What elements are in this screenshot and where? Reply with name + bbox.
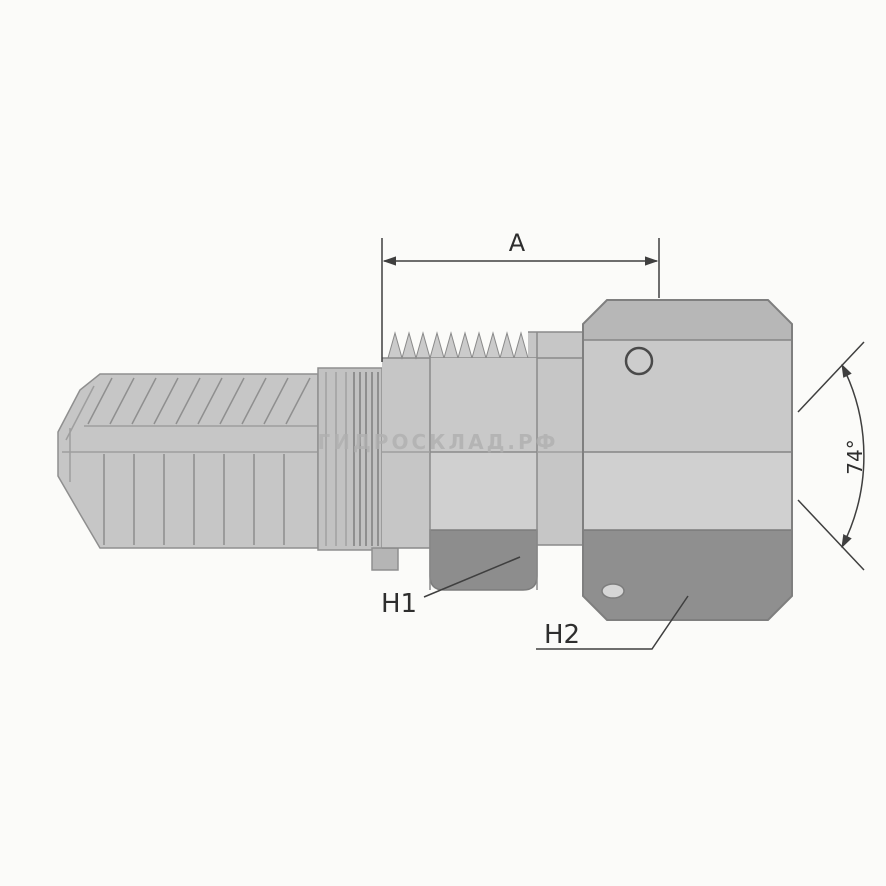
hose-shank xyxy=(57,373,319,549)
h1-label: H1 xyxy=(381,589,417,619)
dimension-a: A xyxy=(381,229,660,362)
o-ring xyxy=(624,346,654,376)
angle-arc xyxy=(841,363,865,549)
flare-cone-line-top xyxy=(797,341,865,413)
flare-angle-annotation: 74° xyxy=(797,341,867,571)
hex-labels: H1 H2 xyxy=(381,556,689,650)
h2-label: H2 xyxy=(544,620,580,650)
hex-nut-h1 xyxy=(382,332,583,591)
collar-step xyxy=(371,547,399,571)
flare-angle-label: 74° xyxy=(843,439,867,474)
barb-serrations xyxy=(87,377,311,425)
h2-leader-line xyxy=(536,595,689,650)
shank-ribs xyxy=(103,454,285,545)
flare-cone-line-bottom xyxy=(797,499,865,571)
lube-hole xyxy=(601,583,625,599)
dimension-a-label: A xyxy=(509,229,526,257)
watermark-text: ГИДРОСКЛАД.РФ xyxy=(318,430,559,454)
swivel-nut-h2 xyxy=(582,299,793,621)
h1-leader-line xyxy=(423,556,521,598)
hex-h1-dark-flat xyxy=(429,529,538,591)
thread-crests xyxy=(387,331,529,360)
